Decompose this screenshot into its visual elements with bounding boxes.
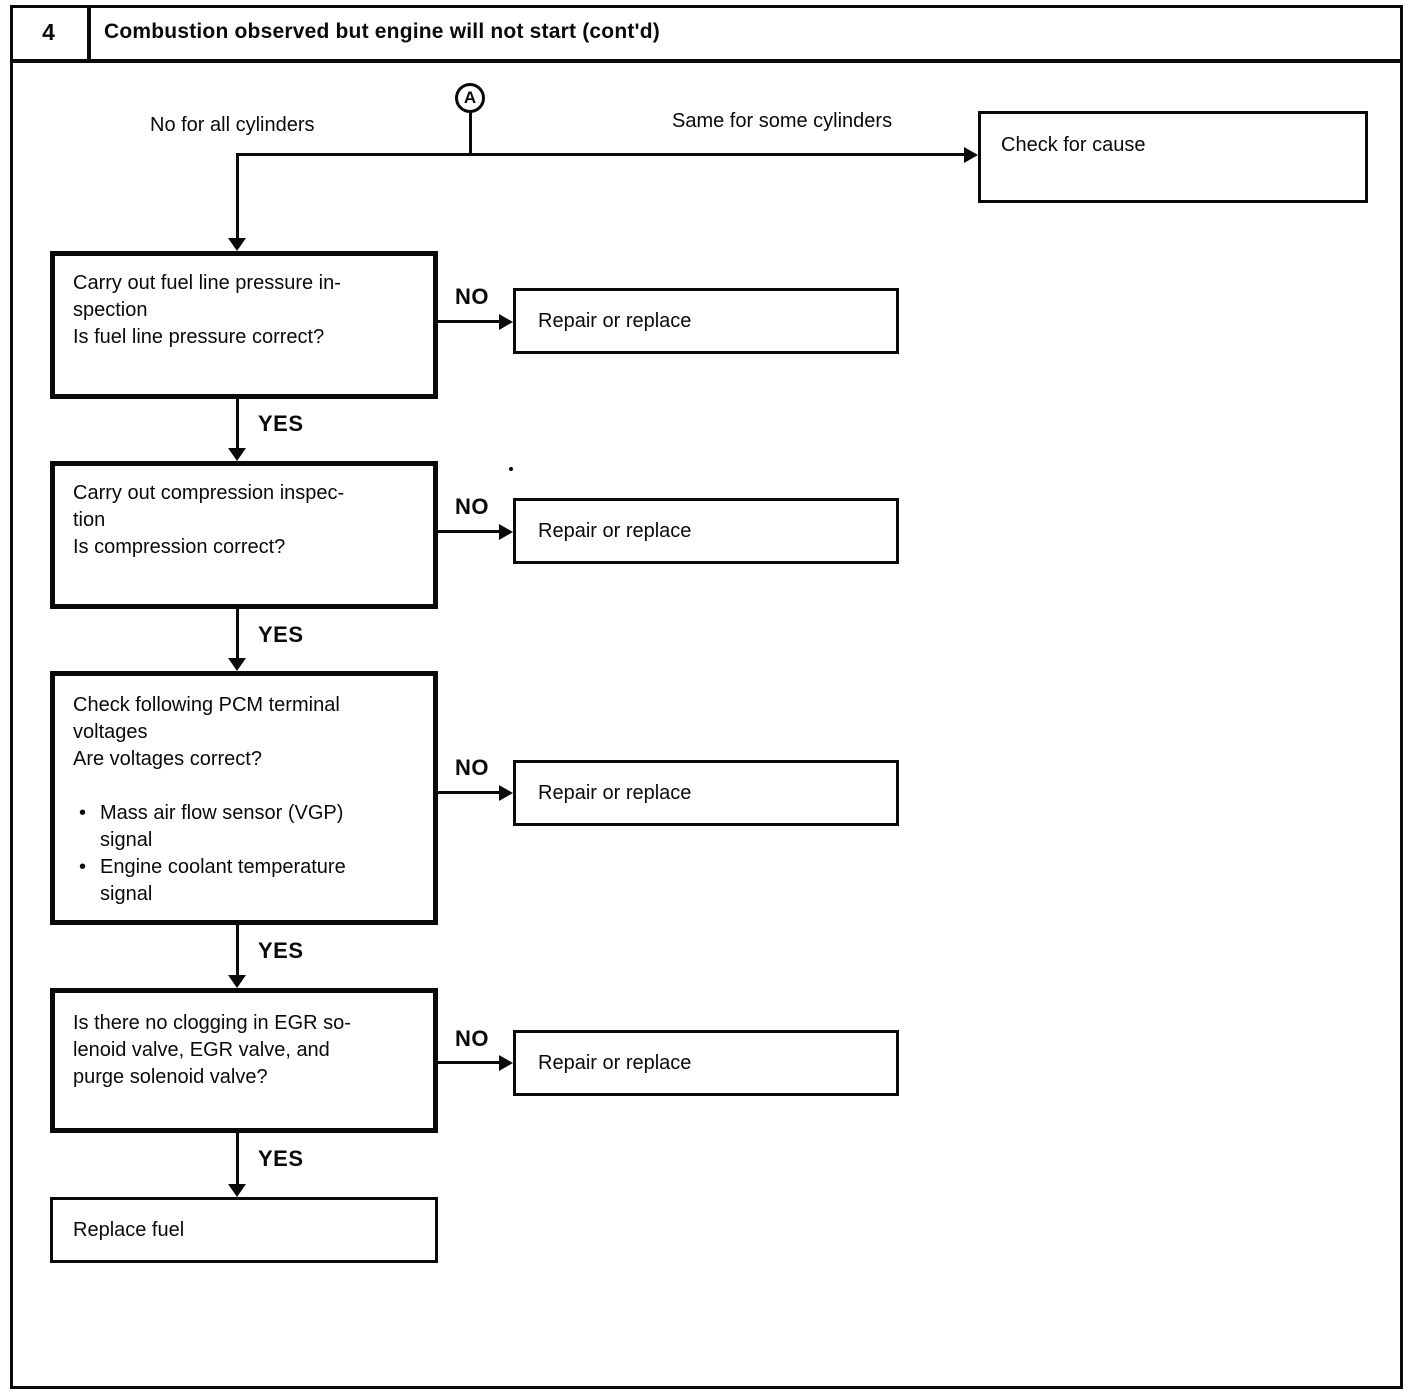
decision-box-fuel-pressure: Carry out fuel line pressure in- spectio… xyxy=(50,251,438,399)
step-text-line: lenoid valve, EGR valve, and xyxy=(73,1039,330,1061)
connector-a-circle: A xyxy=(455,83,485,113)
repair-text: Repair or replace xyxy=(538,309,692,332)
no-label: NO xyxy=(455,755,489,780)
decision-box-egr-clogging: Is there no clogging in EGR so- lenoid v… xyxy=(50,988,438,1133)
connector-line xyxy=(236,609,239,659)
no-label: NO xyxy=(455,284,489,309)
arrow-down-icon xyxy=(228,238,246,251)
repair-text: Repair or replace xyxy=(538,1051,692,1074)
step-number: 4 xyxy=(42,18,55,45)
repair-or-replace-box: Repair or replace xyxy=(513,1030,899,1096)
step-text-line: Carry out compression inspec- xyxy=(73,482,345,504)
arrow-down-icon xyxy=(228,1184,246,1197)
connector-line xyxy=(437,320,501,323)
step-text-line: Are voltages correct? xyxy=(73,748,262,770)
repair-or-replace-box: Repair or replace xyxy=(513,498,899,564)
branch-left-label: No for all cylinders xyxy=(150,114,315,136)
connector-line xyxy=(236,153,239,239)
step-text-line: spection xyxy=(73,299,148,321)
check-for-cause-box: Check for cause xyxy=(978,111,1368,203)
arrow-right-icon xyxy=(499,785,513,801)
decision-box-compression: Carry out compression inspec- tion Is co… xyxy=(50,461,438,609)
arrow-down-icon xyxy=(228,975,246,988)
bullet-item: • Engine coolant temperature xyxy=(73,854,419,881)
check-for-cause-text: Check for cause xyxy=(1001,134,1146,156)
header-row: 4 Combustion observed but engine will no… xyxy=(10,5,1403,63)
bullet-icon: • xyxy=(79,856,87,878)
step-text-line: purge solenoid valve? xyxy=(73,1066,268,1088)
step-text-line: Is there no clogging in EGR so- xyxy=(73,1012,351,1034)
bullet-text: Mass air flow sensor (VGP) xyxy=(100,802,344,824)
connector-line xyxy=(236,925,239,976)
step-text-line: voltages xyxy=(73,721,148,743)
arrow-right-icon xyxy=(964,147,978,163)
step-number-cell: 4 xyxy=(10,5,91,59)
connector-a-label: A xyxy=(463,88,477,107)
bullet-icon: • xyxy=(79,802,87,824)
no-label: NO xyxy=(455,494,489,519)
connector-line xyxy=(437,530,501,533)
step-text-line: Is compression correct? xyxy=(73,536,286,558)
arrow-right-icon xyxy=(499,314,513,330)
final-box-replace-fuel: Replace fuel xyxy=(50,1197,438,1263)
step-text-line: tion xyxy=(73,509,106,531)
step-text-line: Check following PCM terminal xyxy=(73,694,340,716)
yes-label: YES xyxy=(258,938,304,963)
branch-right-label: Same for some cylinders xyxy=(672,110,893,132)
decision-box-pcm-voltages: Check following PCM terminal voltages Ar… xyxy=(50,671,438,925)
scan-artifact-dot xyxy=(509,467,513,471)
page-title: Combustion observed but engine will not … xyxy=(104,20,660,43)
connector-line xyxy=(437,791,501,794)
arrow-down-icon xyxy=(228,448,246,461)
step-text-line: Carry out fuel line pressure in- xyxy=(73,272,341,294)
no-label: NO xyxy=(455,1026,489,1051)
repair-or-replace-box: Repair or replace xyxy=(513,288,899,354)
branch-line xyxy=(236,153,966,156)
yes-label: YES xyxy=(258,411,304,436)
connector-line xyxy=(437,1061,501,1064)
connector-line xyxy=(236,1133,239,1185)
bullet-text: signal xyxy=(100,883,153,905)
spacer xyxy=(73,773,419,800)
page-border xyxy=(10,5,1403,1389)
arrow-down-icon xyxy=(228,658,246,671)
yes-label: YES xyxy=(258,1146,304,1171)
step-text-line: Is fuel line pressure correct? xyxy=(73,326,325,348)
repair-text: Repair or replace xyxy=(538,781,692,804)
yes-label: YES xyxy=(258,622,304,647)
bullet-text: signal xyxy=(100,829,153,851)
connector-stub-line xyxy=(469,112,472,154)
arrow-right-icon xyxy=(499,1055,513,1071)
bullet-item: • Mass air flow sensor (VGP) xyxy=(73,800,419,827)
repair-or-replace-box: Repair or replace xyxy=(513,760,899,826)
final-text: Replace fuel xyxy=(73,1218,185,1241)
arrow-right-icon xyxy=(499,524,513,540)
repair-text: Repair or replace xyxy=(538,519,692,542)
bullet-text: Engine coolant temperature xyxy=(100,856,346,878)
connector-line xyxy=(236,399,239,449)
